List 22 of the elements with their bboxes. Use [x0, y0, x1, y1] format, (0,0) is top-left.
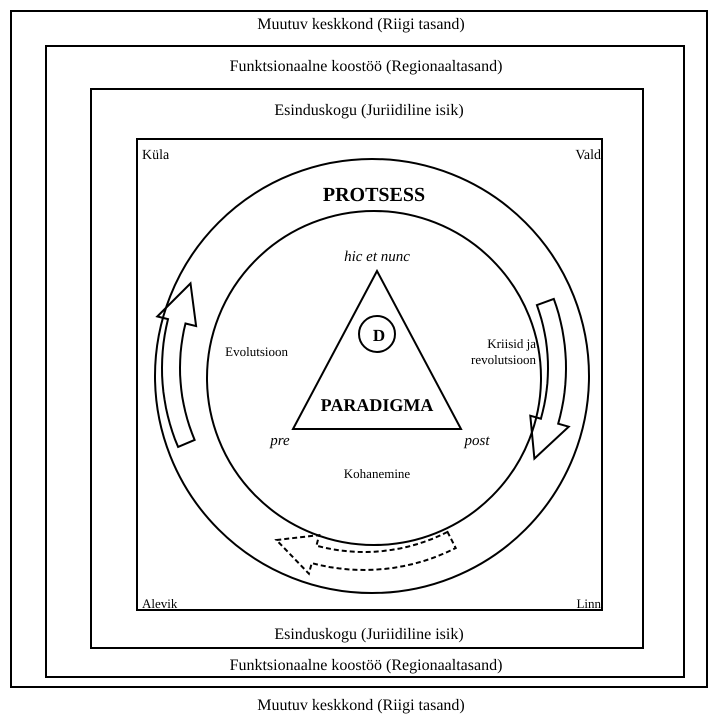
corner-label: Vald	[574, 149, 601, 163]
level-label: Muutuv keskkond (Riigi tasand)	[256, 696, 466, 714]
letter-circle	[358, 315, 396, 353]
ring-label: Evolutsioon	[224, 344, 288, 360]
level-label: Muutuv keskkond (Riigi tasand)	[256, 14, 466, 34]
vertex-label: post	[462, 432, 491, 450]
ring-label: Kohanemine	[342, 466, 412, 482]
vertex-label: hic et nunc	[343, 248, 411, 266]
corner-label: Küla	[142, 149, 170, 163]
circle-letter: D	[372, 326, 386, 346]
corner-label: Linn	[575, 597, 601, 611]
corner-label: Alevik	[142, 597, 178, 611]
level-label: Funktsionaalne koostöö (Regionaaltasand)	[228, 656, 504, 674]
level-label: Esinduskogu (Juriidiline isik)	[273, 100, 465, 120]
level-label: Esinduskogu (Juriidiline isik)	[273, 624, 465, 644]
paradigm-label: PARADIGMA	[320, 394, 434, 416]
process-label: PROTSESS	[322, 183, 426, 207]
ring-label: Kriisid ja revolutsioon	[470, 336, 536, 368]
level-label: Funktsionaalne koostöö (Regionaaltasand)	[228, 56, 504, 76]
inner-circle	[206, 210, 542, 546]
level-frame	[90, 88, 644, 649]
vertex-label: pre	[268, 432, 291, 450]
